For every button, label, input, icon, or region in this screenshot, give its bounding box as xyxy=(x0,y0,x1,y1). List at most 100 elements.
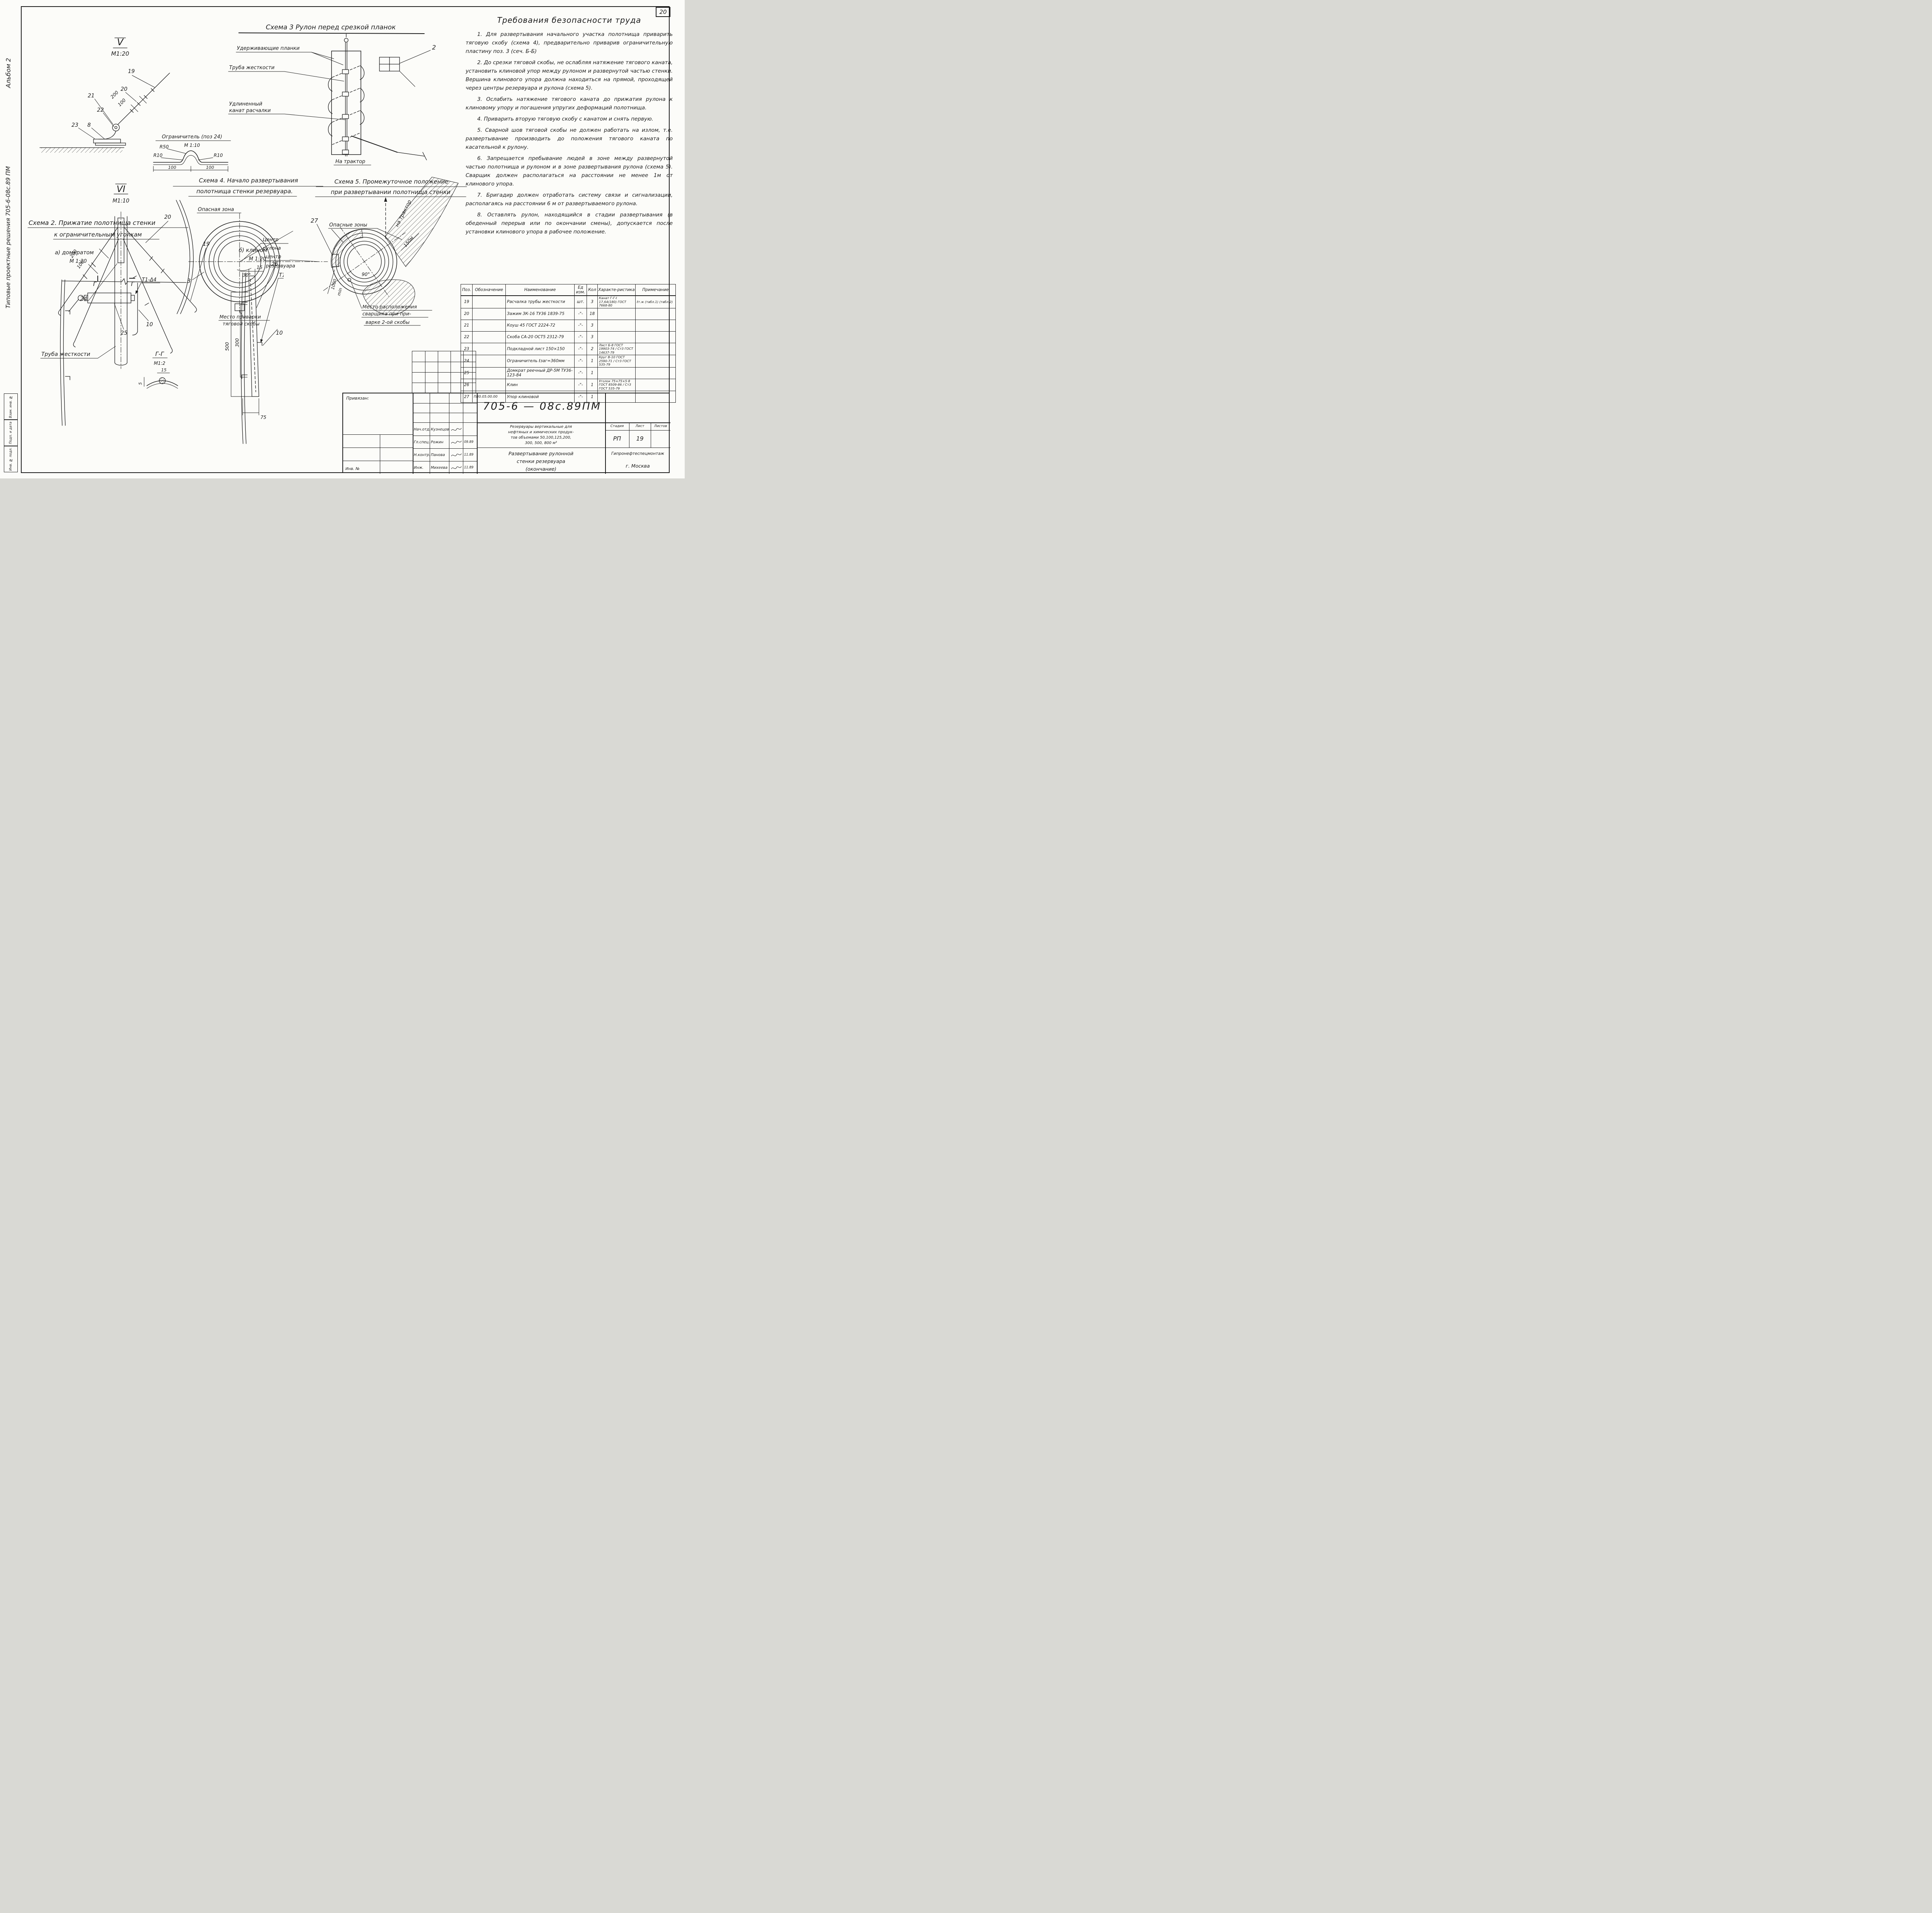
sheet-subject: Развертывание рулонной стенки резервуара… xyxy=(508,451,574,472)
table-cell: 24 xyxy=(461,355,473,368)
signature-scribbles xyxy=(451,428,462,469)
schema2b-label: б) клином xyxy=(239,247,267,254)
label-center-roll-1: Центр xyxy=(263,237,279,242)
sheet-value: 19 xyxy=(636,435,644,442)
label-center-tank-2: резервуара xyxy=(265,263,295,269)
sig-name: Кузнецов xyxy=(431,427,449,432)
table-cell: 19 xyxy=(461,295,473,308)
schema4-drawing xyxy=(173,186,328,321)
callout-21: 21 xyxy=(88,93,95,99)
safety-requirements: Требования безопасности труда 1. Для раз… xyxy=(466,15,673,239)
callout-25: 25 xyxy=(121,330,128,336)
view-v-figure: V М1:20 19 20 200 100 21 22 23 8 xyxy=(39,37,170,153)
table-cell: 20 xyxy=(461,308,473,320)
view-v-drawing xyxy=(39,37,170,153)
table-cell: -"- xyxy=(574,342,587,356)
table-cell: Круг В-10 ГОСТ 2590-71 / Ст3 ГОСТ 535-79 xyxy=(597,355,636,368)
dim-5: 5 xyxy=(138,382,143,385)
label-rope-2: канат расчалки xyxy=(229,108,271,114)
callout-26: 26 xyxy=(271,261,278,267)
schema4-figure: Схема 4. Начало развертывания полотнища … xyxy=(173,177,328,327)
safety-paragraph: 4. Приварить вторую тяговую скобу с кана… xyxy=(477,116,653,123)
table-header-cell: Характе-ристика xyxy=(597,284,636,296)
table-cell: 3 xyxy=(587,319,598,332)
table-cell: 25 xyxy=(461,367,473,379)
dim-r10-left: R10 xyxy=(153,153,163,158)
schema4-title-1: Схема 4. Начало развертывания xyxy=(199,177,298,184)
label-pipe: Труба жесткости xyxy=(41,351,90,357)
schema2-figure: Схема 2. Прижатие полотнища стенки к огр… xyxy=(27,219,284,444)
table-header-cell: Примечание xyxy=(635,284,676,296)
safety-paragraph: 1. Для развертывания начального участка … xyxy=(466,31,673,55)
sig-role: Нач.отд. xyxy=(414,427,430,432)
dim-75: 75 xyxy=(260,415,266,420)
table-cell: 1 xyxy=(587,367,598,379)
table-cell: 23 xyxy=(461,342,473,356)
stamp-inv-podl: Инв. № подл. xyxy=(4,446,18,472)
table-cell xyxy=(635,331,676,343)
view-vi-scale: М1:10 xyxy=(112,198,129,204)
safety-paragraph: 8. Оставлять рулон, находящийся в стадии… xyxy=(466,212,673,235)
label-danger-zone: Опасная зона xyxy=(198,207,234,213)
callout-10b: 10 xyxy=(276,330,283,336)
table-cell: 1 xyxy=(587,378,598,391)
table-cell: ℓт.ж (табл.1) (табл.2) xyxy=(635,295,676,308)
limiter-scale: М 1:10 xyxy=(184,143,200,148)
label-welder-1: Место расположения xyxy=(362,304,417,310)
section-gg-scale: М1:2 xyxy=(154,361,165,366)
dim-15: 15 xyxy=(257,265,262,270)
sig-role: Инж. xyxy=(414,466,423,470)
table-cell xyxy=(472,378,506,391)
sig-name: Рожин xyxy=(431,440,444,444)
table-cell xyxy=(635,342,676,356)
callout-20: 20 xyxy=(164,214,171,220)
table-cell xyxy=(472,331,506,343)
table-cell: 21 xyxy=(461,319,473,332)
table-cell: -"- xyxy=(574,378,587,391)
schema3-drawing xyxy=(228,32,431,165)
margin-stamp-column: Взам. инв. № Подп. и дата Инв. № подл. xyxy=(4,393,18,472)
limiter-figure: Ограничитель (поз 24) М 1:10 R50 R10 R10… xyxy=(153,134,231,172)
title-block: Привязан: Инв. № Нач.отд. Кузнецов Гл.сп… xyxy=(342,393,670,474)
schema5-title-1: Схема 5. Промежуточное положение xyxy=(335,178,449,185)
view-vi-figure: VI М1:10 20 19 24 200 100 Г Г Труба жест… xyxy=(40,184,210,389)
table-cell: Домкрат реечный ДР-5М ТУ36-123-84 xyxy=(505,367,575,379)
label-welder-3: варке 2-ой скобы xyxy=(366,319,410,325)
dim-1000: 1000 xyxy=(330,278,338,290)
table-cell: -"- xyxy=(574,355,587,368)
sheets-header: Листов xyxy=(654,424,667,428)
table-cell: -"- xyxy=(574,319,587,332)
table-cell: Ограничитель ℓзаг=360мм xyxy=(505,355,575,368)
table-cell xyxy=(472,295,506,308)
safety-paragraph: 2. До срезки тяговой скобы, не ослабляя … xyxy=(466,60,673,92)
schema5-title-2: при развертывании полотнища стенки xyxy=(331,189,451,196)
dim-300: 300 xyxy=(235,338,240,347)
sig-role: Гл.спец. xyxy=(414,440,430,444)
doc-number: 705-6 — 08с.89ПМ xyxy=(483,400,602,412)
label-tractor: На трактор xyxy=(335,159,365,165)
page-number: 20 xyxy=(659,9,667,15)
sig-name: Панова xyxy=(431,453,445,457)
section-gg-label: Г-Г xyxy=(155,351,165,357)
view-vi-label: VI xyxy=(117,184,126,194)
table-cell xyxy=(597,308,636,320)
table-cell: Канат Г-Г-I 17,64(180) ГОСТ 7668-80 xyxy=(597,295,636,308)
table-cell: Подкладной лист 150×150 xyxy=(505,342,575,356)
table-cell xyxy=(635,367,676,379)
table-cell: 18 xyxy=(587,308,598,320)
dim-r10-right: R10 xyxy=(214,153,223,158)
table-header-cell: Поз. xyxy=(461,284,473,296)
view-vi-drawing xyxy=(40,184,206,389)
section-mark-g1: Г xyxy=(93,281,97,288)
dim-500: 500 xyxy=(224,342,230,351)
label-danger-zones: Опасные зоны xyxy=(329,222,367,228)
safety-title: Требования безопасности труда xyxy=(497,15,641,25)
table-cell xyxy=(472,367,506,379)
table-cell: Скоба СА-20 ОСТ5 2312-79 xyxy=(505,331,575,343)
callout-8: 8 xyxy=(87,122,91,128)
sig-date: 11.89 xyxy=(464,466,474,470)
